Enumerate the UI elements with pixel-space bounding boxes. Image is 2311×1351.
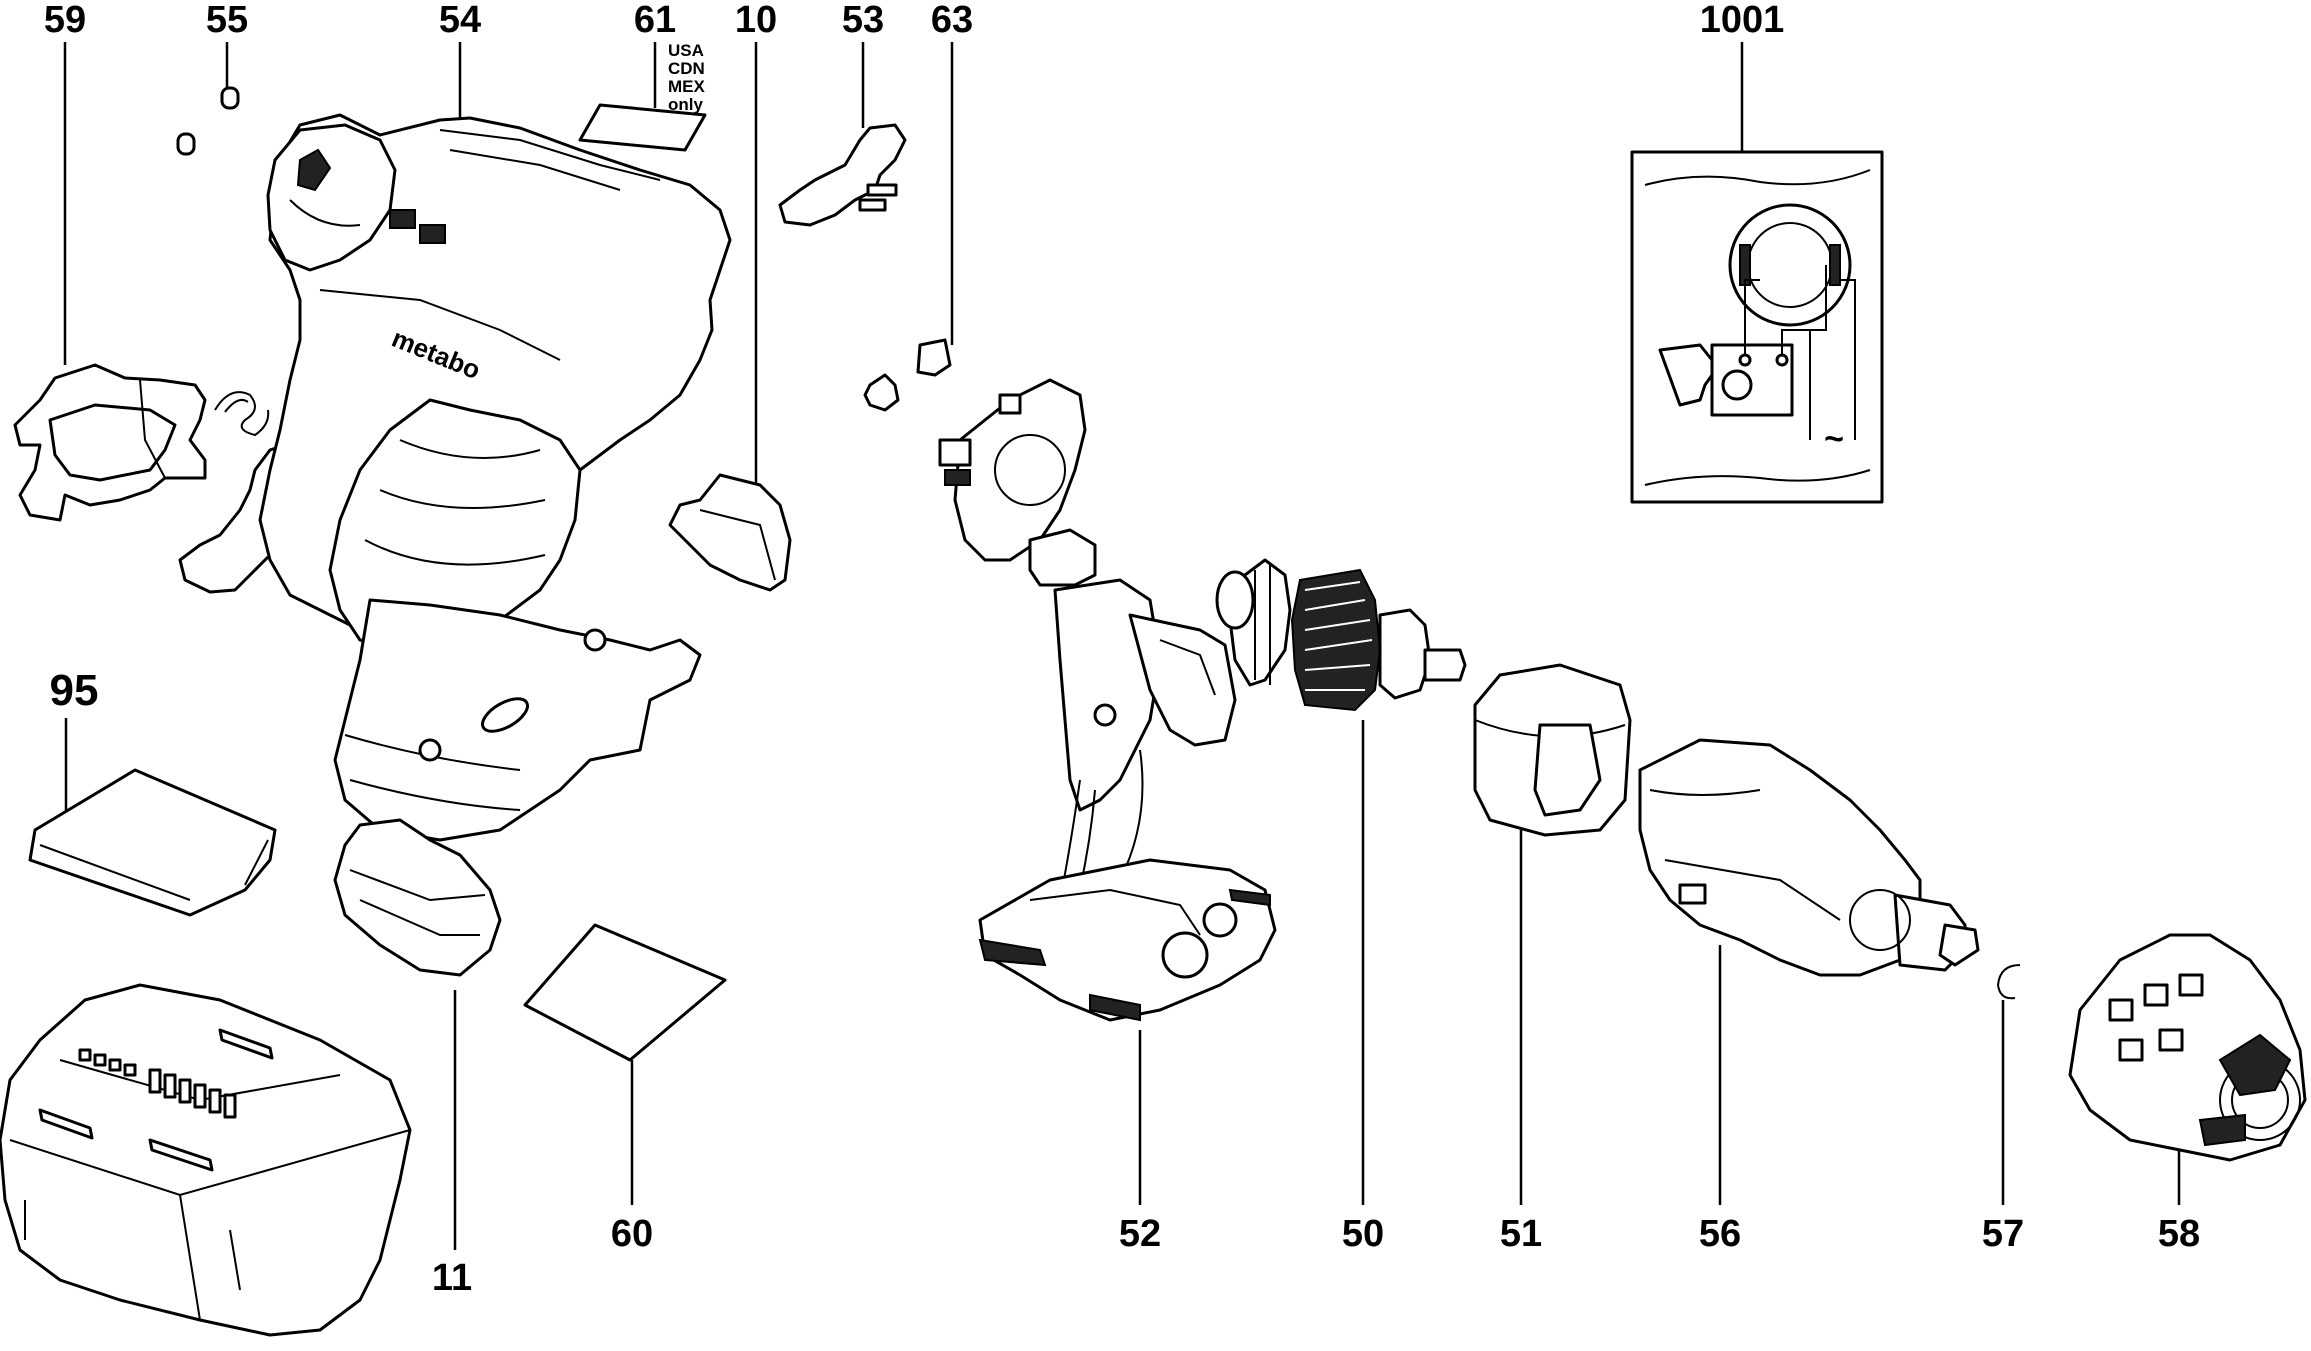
- part-11-guard: [333, 818, 502, 977]
- battery-pack: [0, 983, 412, 1337]
- part-63-clip: [863, 338, 952, 412]
- callout-59: 59: [44, 0, 86, 41]
- part-10-direction-switch: [668, 473, 792, 592]
- note-61-line-4: only: [668, 95, 703, 114]
- part-57-retaining-ring: [1996, 964, 2021, 1000]
- callout-10: 10: [735, 0, 777, 41]
- callout-56: 56: [1699, 1213, 1741, 1255]
- spring-clip: [214, 391, 270, 437]
- sensor-ring-board: [938, 378, 1087, 562]
- callout-50: 50: [1342, 1213, 1384, 1255]
- callout-51: 51: [1500, 1213, 1542, 1255]
- callout-95: 95: [50, 666, 99, 715]
- callout-1001: 1001: [1700, 0, 1785, 41]
- part-53-slider: [778, 123, 907, 227]
- ac-symbol: ~: [1824, 420, 1844, 458]
- callout-58: 58: [2158, 1213, 2200, 1255]
- callout-60: 60: [611, 1213, 653, 1255]
- callout-55: 55: [206, 0, 248, 41]
- battery-ribs: [38, 1028, 274, 1172]
- callout-labels: 59 55 54 61 10 53 63 1001 95 11 60 52 50…: [44, 0, 2200, 1299]
- callout-57: 57: [1982, 1213, 2024, 1255]
- part-51-stator-ring: [1473, 663, 1632, 837]
- part-55-springs: [176, 86, 240, 156]
- part-1001-wiring-diagram: ~: [1630, 150, 1884, 504]
- callout-61: 61: [634, 0, 676, 41]
- part-61-label: [578, 103, 707, 152]
- callout-54: 54: [439, 0, 481, 41]
- note-61-line-1: USA: [668, 41, 704, 60]
- part-58-front-cap: [2068, 933, 2307, 1162]
- part-54-housing: metabo: [258, 113, 732, 842]
- callout-53: 53: [842, 0, 884, 41]
- callout-63: 63: [931, 0, 973, 41]
- part-50-armature: [1215, 558, 1467, 712]
- part-56-impact-mechanism: [1638, 738, 1980, 977]
- note-61-line-3: MEX: [668, 77, 706, 96]
- note-61-line-2: CDN: [668, 59, 705, 78]
- part-52-electronics-switch: [978, 528, 1277, 1022]
- callout-52: 52: [1119, 1213, 1161, 1255]
- part-59-battery-latch: [13, 363, 207, 522]
- part-95-cover-plate: [28, 768, 277, 917]
- callout-11: 11: [432, 1257, 472, 1299]
- part-60-label-sheet: [523, 923, 727, 1062]
